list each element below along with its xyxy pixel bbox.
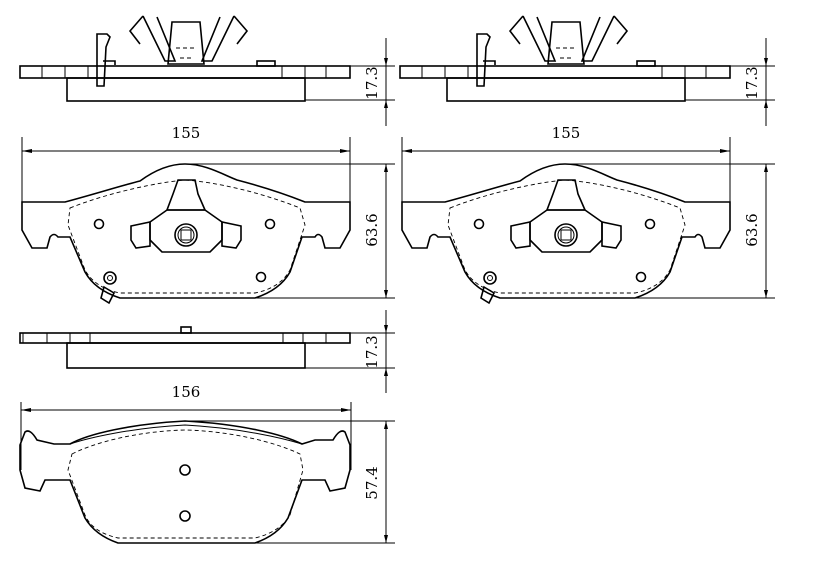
pad-c-thickness-label: 17.3 xyxy=(363,335,381,368)
pad-b-thickness-label: 17.3 xyxy=(743,66,761,99)
pad-a-height-label: 63.6 xyxy=(363,213,381,246)
pad-c-width-label: 156 xyxy=(172,383,201,401)
pad-c-side-view xyxy=(19,310,395,393)
pad-b-top-view xyxy=(399,15,776,127)
pad-b-front-view xyxy=(401,136,776,304)
pad-b-height-label: 63.6 xyxy=(743,213,761,246)
pad-c-front-view xyxy=(19,402,395,544)
pad-a-front-view xyxy=(21,136,396,304)
pad-a-top-view xyxy=(19,15,396,127)
pad-a-thickness-label: 17.3 xyxy=(363,66,381,99)
pad-c-height-label: 57.4 xyxy=(363,466,381,499)
pad-b-width-label: 155 xyxy=(552,124,581,142)
pad-a-width-label: 155 xyxy=(172,124,201,142)
